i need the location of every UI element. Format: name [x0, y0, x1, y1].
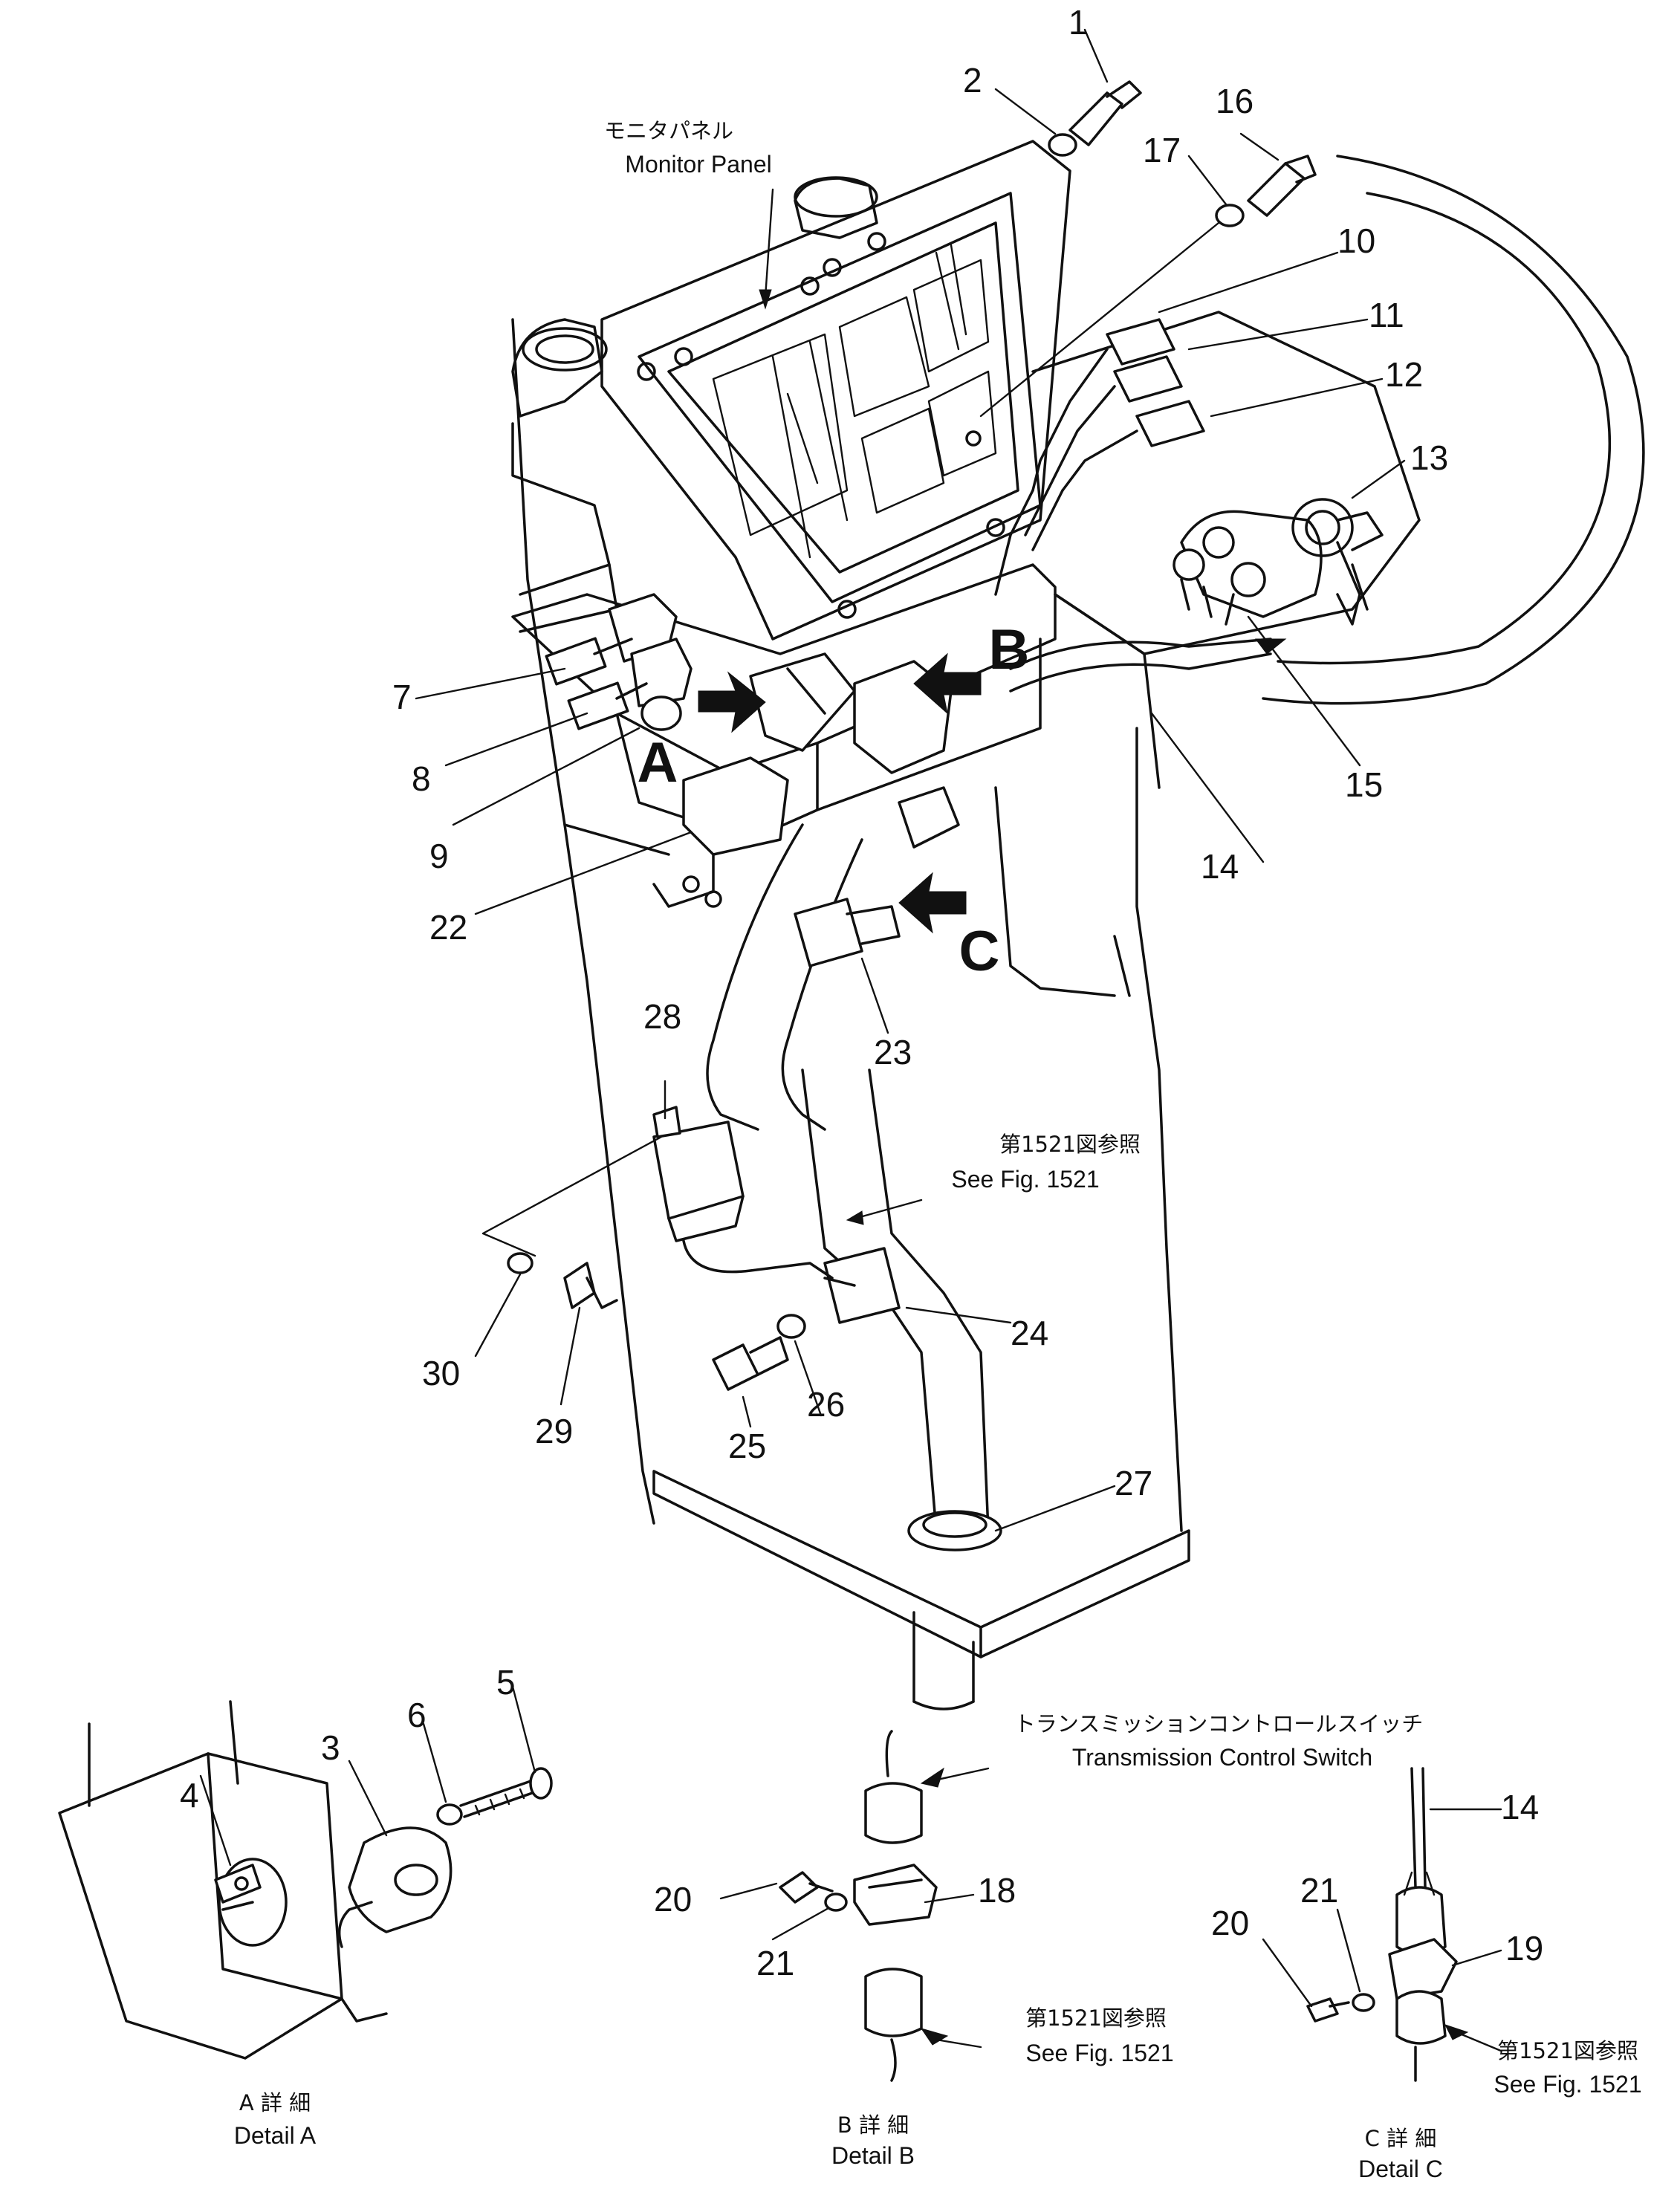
- part-number-7: 7: [392, 678, 412, 716]
- detail-a-drawing: [58, 1700, 553, 2060]
- detail-c-drawing: [1306, 1767, 1502, 2082]
- part-number-14: 14: [1201, 847, 1239, 886]
- part-number-11: 11: [1369, 296, 1404, 334]
- part-number-6: 6: [407, 1696, 427, 1734]
- detail-a-jp: A 詳 細: [239, 2090, 311, 2115]
- view-arrows: [698, 652, 982, 934]
- part-number-5: 5: [496, 1663, 516, 1702]
- detail-b-jp: B 詳 細: [837, 2112, 909, 2138]
- part-number-16: 16: [1216, 82, 1253, 120]
- part-number-29: 29: [535, 1412, 573, 1450]
- part-number-20-detail-c: 20: [1211, 1904, 1249, 1942]
- part-number-26: 26: [807, 1385, 845, 1424]
- part-number-17: 17: [1143, 131, 1181, 169]
- part-number-3: 3: [321, 1728, 340, 1767]
- part-number-9: 9: [429, 837, 449, 875]
- detail-a-en: Detail A: [234, 2122, 317, 2149]
- see-fig-b-jp: 第1521図参照: [1025, 2005, 1167, 2031]
- view-c-letter: C: [959, 920, 1000, 983]
- part-number-10: 10: [1337, 221, 1375, 260]
- part-number-25: 25: [728, 1427, 766, 1465]
- part-number-30: 30: [422, 1354, 460, 1392]
- part-number-19: 19: [1505, 1929, 1543, 1968]
- console-column: [481, 80, 1645, 1710]
- part-number-12: 12: [1385, 355, 1423, 394]
- part-number-21-detail-c: 21: [1300, 1871, 1338, 1910]
- part-number-28: 28: [643, 997, 681, 1036]
- monitor-panel-en: Monitor Panel: [625, 151, 771, 178]
- see-fig-b-en: See Fig. 1521: [1025, 2040, 1173, 2066]
- part-number-14-detail-c: 14: [1501, 1788, 1539, 1826]
- detail-captions: A 詳 細 Detail A B 詳 細 Detail B C 詳 細 Deta…: [234, 2090, 1443, 2182]
- detail-b-drawing: [779, 1730, 990, 2082]
- view-a-letter: A: [638, 731, 678, 794]
- part-number-27: 27: [1115, 1464, 1152, 1502]
- part-number-13: 13: [1410, 438, 1448, 477]
- part-number-2: 2: [963, 61, 982, 100]
- transmission-control-switch-label: トランスミッションコントロールスイッチ Transmission Control…: [1014, 1711, 1423, 1771]
- part-number-15: 15: [1345, 765, 1383, 804]
- detail-b-en: Detail B: [831, 2142, 915, 2169]
- leader-lines: [199, 28, 1502, 2008]
- detail-c-en: Detail C: [1358, 2156, 1443, 2182]
- see-fig-c-en: See Fig. 1521: [1493, 2071, 1641, 2098]
- tcs-en: Transmission Control Switch: [1072, 1744, 1372, 1771]
- see-fig-label-main: 第1521図参照 See Fig. 1521: [951, 1132, 1141, 1193]
- part-number-21-detail-b: 21: [756, 1944, 794, 1982]
- part-number-24: 24: [1011, 1314, 1048, 1352]
- see-fig-en: See Fig. 1521: [951, 1166, 1099, 1193]
- part-numbers: 1 2 3 4 5 6 7 8 9 10 11 12 13 14 14 15 1…: [180, 3, 1543, 1982]
- part-number-18: 18: [978, 1871, 1016, 1910]
- tcs-jp: トランスミッションコントロールスイッチ: [1014, 1711, 1423, 1736]
- part-number-8: 8: [412, 759, 431, 798]
- monitor-panel-jp: モニタパネル: [604, 118, 733, 143]
- detail-c-jp: C 詳 細: [1365, 2126, 1437, 2151]
- part-number-22: 22: [429, 908, 467, 947]
- monitor-panel-label: モニタパネル Monitor Panel: [604, 118, 772, 178]
- part-number-1: 1: [1068, 3, 1088, 42]
- part-number-23: 23: [874, 1033, 912, 1071]
- see-fig-c-jp: 第1521図参照: [1497, 2038, 1638, 2063]
- part-number-4: 4: [180, 1776, 199, 1815]
- see-fig-label-b: 第1521図参照 See Fig. 1521: [1025, 2005, 1174, 2066]
- part-number-20-detail-b: 20: [654, 1880, 692, 1919]
- view-letters: A B C: [638, 618, 1030, 983]
- see-fig-label-c: 第1521図参照 See Fig. 1521: [1493, 2038, 1641, 2098]
- see-fig-jp: 第1521図参照: [999, 1132, 1141, 1157]
- view-b-letter: B: [989, 618, 1030, 681]
